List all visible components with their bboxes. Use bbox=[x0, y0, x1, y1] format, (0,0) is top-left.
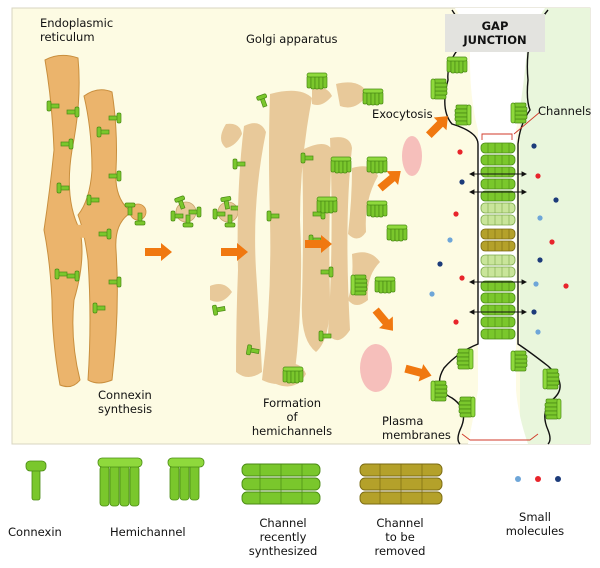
legend-icons bbox=[25, 457, 561, 507]
formation-line3: hemichannels bbox=[251, 424, 333, 438]
gap-junction-line2: JUNCTION bbox=[463, 33, 527, 47]
legend-small-molecules-icon bbox=[515, 476, 561, 482]
legend-connexin-label: Connexin bbox=[8, 525, 62, 539]
golgi-label: Golgi apparatus bbox=[246, 32, 338, 46]
gap-junction-channels bbox=[480, 142, 516, 340]
legend-channel-remove-line2: to be bbox=[385, 530, 415, 544]
channel-flux-arrows bbox=[468, 171, 528, 315]
legend-small-molecules-label: Small molecules bbox=[490, 510, 580, 538]
legend-small-molecules-line1: Small bbox=[519, 510, 551, 524]
legend-channel-new-label: Channel recently synthesized bbox=[240, 516, 326, 558]
plasma-line1: Plasma bbox=[382, 414, 424, 428]
er-label-line1: Endoplasmic bbox=[40, 16, 114, 30]
legend-small-molecules-line2: molecules bbox=[505, 524, 565, 538]
plasma-line2: membranes bbox=[382, 428, 451, 442]
legend-channel-remove-line3: removed bbox=[374, 544, 426, 558]
legend-hemichannel-icon bbox=[97, 457, 205, 507]
formation-line2: of bbox=[286, 410, 298, 424]
legend-hemichannel-label: Hemichannel bbox=[110, 525, 186, 539]
connexin-synthesis-line2: synthesis bbox=[98, 402, 153, 416]
legend-channel-new-line2: recently bbox=[259, 530, 307, 544]
endoplasmic-reticulum bbox=[43, 54, 147, 388]
gap-junction-line1: GAP bbox=[481, 19, 509, 33]
connexin-synthesis-label: Connexin synthesis bbox=[98, 388, 152, 416]
legend-channel-old-icon bbox=[359, 463, 443, 505]
small-molecules bbox=[429, 143, 569, 335]
legend-channel-new-icon bbox=[241, 463, 321, 505]
er-label: Endoplasmic reticulum bbox=[40, 16, 113, 44]
channel-brackets bbox=[461, 111, 541, 441]
connexin-synthesis-line1: Connexin bbox=[98, 388, 152, 402]
channels-label: Channels bbox=[538, 104, 592, 118]
formation-label: Formation of hemichannels bbox=[240, 396, 344, 438]
legend-channel-new-line1: Channel bbox=[259, 516, 307, 530]
exocytosis-vesicle bbox=[402, 136, 422, 176]
legend-channel-new-line3: synthesized bbox=[248, 544, 318, 558]
exocytosis-vesicle-lower bbox=[360, 344, 392, 392]
intercellular-space bbox=[455, 8, 545, 444]
plasma-membranes bbox=[438, 9, 561, 445]
legend-channel-remove-line1: Channel bbox=[376, 516, 424, 530]
er-label-line2: reticulum bbox=[40, 30, 95, 44]
plasma-membranes-label: Plasma membranes bbox=[382, 414, 451, 442]
legend-connexin-icon bbox=[25, 460, 47, 501]
gap-junction-title: GAP JUNCTION bbox=[445, 14, 545, 52]
legend-channel-remove-label: Channel to be removed bbox=[362, 516, 438, 558]
formation-line1: Formation bbox=[262, 396, 322, 410]
exocytosis-label: Exocytosis bbox=[372, 107, 433, 121]
